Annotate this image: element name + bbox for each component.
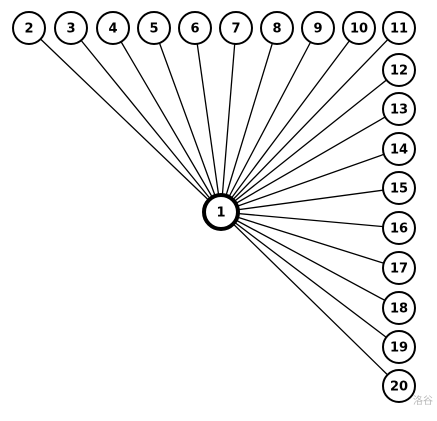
edge-1-14 — [220, 148, 400, 213]
node-label-14: 14 — [390, 143, 408, 158]
node-4: 4 — [96, 11, 130, 45]
node-20: 20 — [382, 369, 416, 403]
node-label-10: 10 — [350, 22, 368, 37]
node-circle-3 — [54, 11, 88, 45]
node-label-17: 17 — [390, 262, 408, 277]
node-circle-18 — [382, 291, 416, 325]
node-circle-19 — [382, 330, 416, 364]
node-2: 2 — [12, 11, 46, 45]
node-16: 16 — [382, 211, 416, 245]
node-label-5: 5 — [149, 22, 158, 37]
node-circle-5 — [137, 11, 171, 45]
node-label-6: 6 — [190, 22, 199, 37]
node-circle-7 — [219, 11, 253, 45]
node-circle-17 — [382, 251, 416, 285]
node-6: 6 — [178, 11, 212, 45]
node-14: 14 — [382, 132, 416, 166]
node-18: 18 — [382, 291, 416, 325]
node-5: 5 — [137, 11, 171, 45]
edges-layer — [28, 27, 400, 387]
node-13: 13 — [382, 92, 416, 126]
edge-1-8 — [220, 27, 278, 213]
node-label-19: 19 — [390, 341, 408, 356]
node-circle-14 — [382, 132, 416, 166]
node-circle-20 — [382, 369, 416, 403]
edge-1-10 — [220, 27, 360, 213]
node-circle-9 — [301, 11, 335, 45]
node-label-13: 13 — [390, 103, 408, 118]
nodes-layer: 2 3 4 5 6 7 8 9 10 11 12 13 14 15 16 17 18 19 20 1 — [12, 11, 416, 403]
node-circle-8 — [260, 11, 294, 45]
node-7: 7 — [219, 11, 253, 45]
edge-1-11 — [220, 27, 400, 213]
node-label-20: 20 — [390, 380, 408, 395]
edge-1-5 — [153, 27, 222, 213]
node-label-2: 2 — [24, 22, 33, 37]
edge-1-17 — [220, 211, 400, 269]
edge-1-2 — [28, 27, 222, 213]
node-label-16: 16 — [390, 222, 408, 237]
node-label-18: 18 — [390, 302, 408, 317]
node-circle-12 — [382, 53, 416, 87]
watermark-text: 洛谷 — [413, 396, 433, 407]
node-15: 15 — [382, 171, 416, 205]
node-label-8: 8 — [272, 22, 281, 37]
node-circle-15 — [382, 171, 416, 205]
edge-1-19 — [220, 211, 400, 348]
node-circle-6 — [178, 11, 212, 45]
node-circle-2 — [12, 11, 46, 45]
node-label-1: 1 — [216, 206, 225, 221]
node-9: 9 — [301, 11, 335, 45]
node-circle-1 — [202, 193, 240, 231]
node-label-3: 3 — [66, 22, 75, 37]
edge-1-12 — [220, 69, 400, 213]
node-label-12: 12 — [390, 64, 408, 79]
edge-1-4 — [112, 27, 222, 213]
node-circle-13 — [382, 92, 416, 126]
edge-1-18 — [220, 211, 400, 309]
node-11: 11 — [382, 11, 416, 45]
edge-1-16 — [220, 211, 400, 229]
node-1: 1 — [202, 193, 240, 231]
node-circle-11 — [382, 11, 416, 45]
node-19: 19 — [382, 330, 416, 364]
node-label-11: 11 — [390, 22, 408, 37]
edge-1-6 — [194, 27, 222, 213]
edge-1-9 — [220, 27, 319, 213]
node-circle-4 — [96, 11, 130, 45]
node-3: 3 — [54, 11, 88, 45]
edge-1-3 — [70, 27, 222, 213]
edge-1-20 — [220, 211, 400, 387]
edge-1-13 — [220, 108, 400, 213]
edge-1-7 — [220, 27, 237, 213]
node-12: 12 — [382, 53, 416, 87]
node-label-4: 4 — [108, 22, 117, 37]
node-label-9: 9 — [313, 22, 322, 37]
node-label-15: 15 — [390, 182, 408, 197]
node-8: 8 — [260, 11, 294, 45]
node-circle-10 — [342, 11, 376, 45]
node-17: 17 — [382, 251, 416, 285]
node-label-7: 7 — [231, 22, 240, 37]
node-circle-16 — [382, 211, 416, 245]
edge-1-15 — [220, 187, 400, 213]
node-10: 10 — [342, 11, 376, 45]
